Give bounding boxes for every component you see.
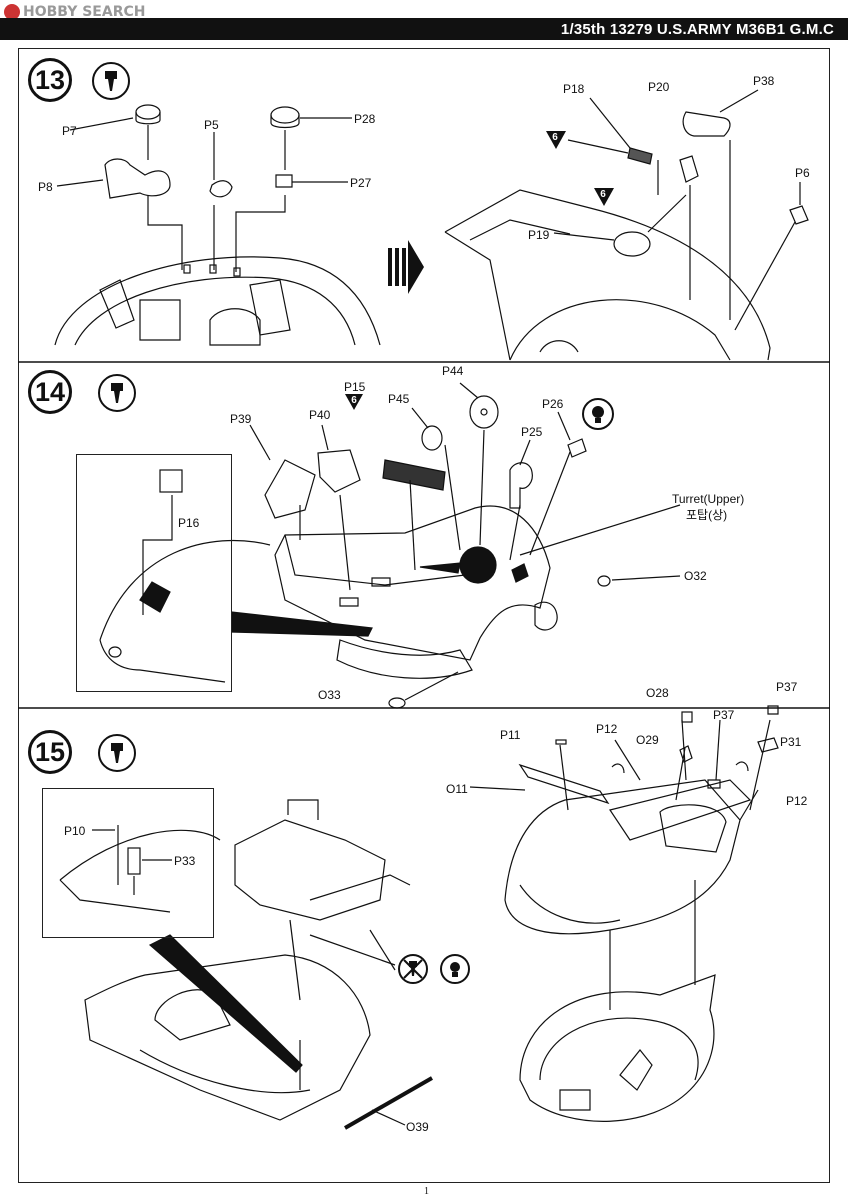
step15-inset-art	[59, 825, 221, 913]
step13-turret-ring-left	[54, 256, 381, 346]
cement-bottle-icon	[105, 71, 117, 91]
paint-tag-p18: 6	[546, 131, 566, 149]
label-p8: P8	[38, 180, 53, 194]
label-p12-left: P12	[596, 722, 618, 736]
label-p10: P10	[64, 824, 86, 838]
paint-triangle-icon	[345, 394, 363, 410]
paint-tag-p19: 6	[594, 188, 614, 206]
step-14-badge: 14	[28, 370, 72, 414]
label-p27: P27	[350, 176, 372, 190]
label-o28: O28	[646, 686, 669, 700]
crossed-cement-icon	[403, 959, 423, 979]
label-p12-right: P12	[786, 794, 808, 808]
label-o29: O29	[636, 733, 659, 747]
label-p45: P45	[388, 392, 410, 406]
header-title: 1/35th 13279 U.S.ARMY M36B1 G.M.C	[560, 20, 834, 38]
header-bar: 1/35th 13279 U.S.ARMY M36B1 G.M.C	[0, 18, 848, 40]
watermark-logo-icon	[4, 4, 20, 20]
step14-parts	[264, 395, 587, 591]
cement-icon	[98, 374, 136, 412]
inset-step15	[42, 788, 214, 938]
watermark: HOBBY SEARCH	[4, 3, 145, 21]
label-p25: P25	[521, 425, 543, 439]
label-p39: P39	[230, 412, 252, 426]
label-p37-right: P37	[776, 680, 798, 694]
label-p37-middle: P37	[713, 708, 735, 722]
light-bulb-icon	[582, 398, 614, 430]
step15-engine	[234, 799, 411, 921]
step14-inset-art	[99, 469, 271, 683]
step14-zoom-wedge	[231, 611, 373, 637]
step15-turret-base	[519, 974, 716, 1122]
step15-zoom-wedge	[148, 934, 303, 1073]
step13-next-arrow	[388, 240, 424, 294]
label-p38: P38	[753, 74, 775, 88]
label-o39: O39	[406, 1120, 429, 1134]
label-p5: P5	[204, 118, 219, 132]
label-p20: P20	[648, 80, 670, 94]
cement-bottle-icon	[111, 743, 123, 763]
step-15-badge: 15	[28, 730, 72, 774]
label-p6: P6	[795, 166, 810, 180]
no-cement-icon	[398, 954, 428, 984]
cement-icon	[92, 62, 130, 100]
step-13-badge: 13	[28, 58, 72, 102]
page-number: 1	[424, 1186, 429, 1197]
label-p28: P28	[354, 112, 376, 126]
inset-step14	[76, 454, 232, 692]
label-p26: P26	[542, 397, 564, 411]
paint-code: 6	[351, 395, 357, 406]
step13-turret-right	[444, 111, 809, 361]
label-o11: O11	[446, 782, 468, 796]
step15-turret-assembled	[504, 763, 752, 1010]
label-p18: P18	[563, 82, 585, 96]
label-p44: P44	[442, 364, 464, 378]
step-14-number: 14	[34, 376, 66, 407]
step-13-number: 13	[34, 64, 66, 95]
step15-hull	[84, 954, 371, 1121]
label-p16: P16	[178, 516, 200, 530]
bulb-icon	[450, 962, 460, 977]
paint-triangle-icon	[546, 131, 566, 149]
label-p40: P40	[309, 408, 331, 422]
watermark-text: HOBBY SEARCH	[23, 4, 146, 20]
cement-icon	[98, 734, 136, 772]
turret-upper-label: Turret(Upper)	[672, 492, 745, 506]
bulb-icon	[592, 406, 604, 423]
paint-code: 6	[552, 132, 558, 143]
light-bulb-icon	[440, 954, 470, 984]
label-p19: P19	[528, 228, 550, 242]
label-o33: O33	[318, 688, 341, 702]
label-p33: P33	[174, 854, 196, 868]
turret-upper-label-ko: 포탑(상)	[686, 508, 728, 522]
step13-parts-left	[104, 104, 300, 277]
label-p7: P7	[62, 124, 77, 138]
label-p31: P31	[780, 735, 802, 749]
step14-turret-main	[274, 505, 558, 679]
paint-tag-p15: 6	[345, 394, 363, 410]
cement-bottle-icon	[111, 383, 123, 403]
step-15-number: 15	[34, 736, 66, 767]
label-p15: P15	[344, 380, 366, 394]
label-p11: P11	[500, 728, 521, 742]
label-o32: O32	[684, 569, 707, 583]
paint-code: 6	[600, 189, 606, 200]
paint-triangle-icon	[594, 188, 614, 206]
page-frame	[18, 48, 830, 1183]
